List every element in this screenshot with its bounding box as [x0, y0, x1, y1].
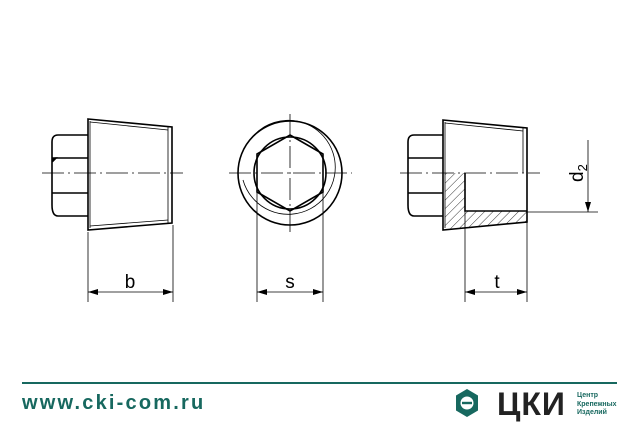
website-link[interactable]: www.cki-com.ru: [22, 392, 206, 414]
tagline-line: Центр: [577, 392, 599, 399]
thread-circle: [242, 119, 336, 215]
tagline-line: Крепежных: [577, 400, 617, 408]
tapered-body: [87, 118, 173, 231]
hexagon-logo-icon: [456, 389, 478, 417]
end-view: s: [229, 114, 352, 302]
brand-tagline: Центр Крепежных Изделий: [577, 392, 617, 418]
hex-head: [51, 134, 88, 217]
brand-name: ЦКИ: [497, 386, 566, 422]
side-view: b: [42, 118, 183, 302]
tagline-line: Изделий: [577, 409, 607, 416]
hatched-section: [445, 173, 527, 230]
section-view: t d2: [400, 119, 598, 302]
label-b: b: [125, 272, 136, 293]
label-s: s: [285, 272, 295, 293]
label-t: t: [494, 272, 500, 293]
label-d2: d2: [567, 164, 590, 182]
